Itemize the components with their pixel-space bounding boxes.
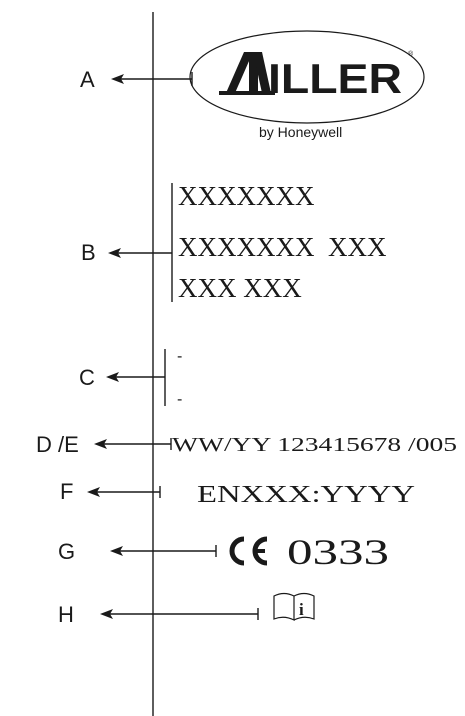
product-line-3: XXX XXX <box>178 273 302 303</box>
c-mark-top: - <box>177 348 182 365</box>
callout-a: A <box>80 67 193 92</box>
arrowhead-c <box>106 372 119 382</box>
logo-ellipse <box>189 30 425 124</box>
callout-label-g: G <box>58 539 75 564</box>
callout-label-de: D /E <box>36 432 79 457</box>
arrowhead-f <box>87 487 100 497</box>
miller-m-mark <box>219 52 275 95</box>
callout-f: F <box>60 479 161 504</box>
logo-brand-text: ILLER <box>268 55 402 102</box>
product-line-1: XXXXXXX <box>178 181 315 211</box>
callout-label-c: C <box>79 365 95 390</box>
callout-c: C <box>79 349 166 406</box>
callout-label-a: A <box>80 67 95 92</box>
logo-tagline: by Honeywell <box>259 124 342 140</box>
serial-line-text: WW/YY 123415678 /005 <box>172 434 457 456</box>
notified-body-number: 0333 <box>287 532 389 572</box>
logo-registered-mark: ® <box>408 50 414 58</box>
callout-label-f: F <box>60 479 73 504</box>
callout-label-h: H <box>58 602 74 627</box>
arrowhead-b <box>108 248 121 258</box>
callout-g: G <box>58 539 217 564</box>
arrowhead-h <box>100 609 113 619</box>
arrowhead-de <box>94 439 107 449</box>
miller-logo: ILLER ® by Honeywell <box>189 30 425 140</box>
instruction-manual-icon: i <box>273 592 315 621</box>
c-mark-bottom: - <box>177 391 182 408</box>
product-line-2: XXXXXXX XXX <box>178 232 387 262</box>
arrowhead-g <box>110 546 123 556</box>
arrowhead-a <box>111 74 124 84</box>
callout-h: H <box>58 602 259 627</box>
manual-info-glyph: i <box>299 600 304 619</box>
callout-label-b: B <box>81 240 96 265</box>
standard-text: ENXXX:YYYY <box>197 482 415 508</box>
callout-de: D /E <box>36 432 172 457</box>
ce-mark-icon <box>229 536 268 566</box>
callout-b: B <box>81 183 173 302</box>
